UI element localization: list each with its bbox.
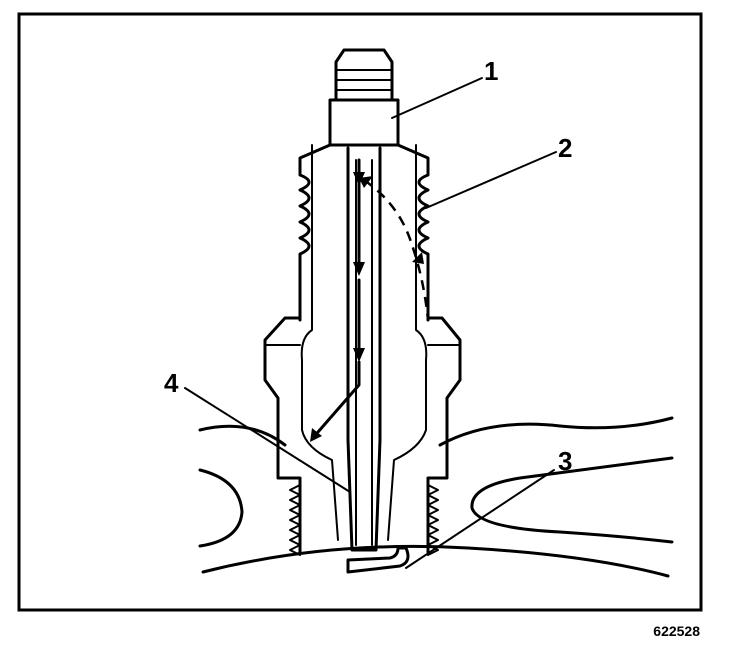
dashed-heat-path xyxy=(363,178,430,321)
callout-2: 2 xyxy=(558,133,572,163)
callout-1: 1 xyxy=(484,56,498,86)
terminal-nut xyxy=(334,48,394,102)
heat-flow-arrows xyxy=(310,158,430,442)
insulator-ribs-right xyxy=(396,143,430,322)
center-electrode-outline xyxy=(346,146,382,552)
diagram-frame xyxy=(17,12,703,612)
arrow-down-icon xyxy=(353,262,365,276)
insulator-ribs-left xyxy=(298,143,332,322)
ground-electrode xyxy=(346,546,410,574)
insulator-inner-left xyxy=(300,144,339,541)
insulator-inner-right xyxy=(387,144,428,541)
threads-right xyxy=(427,484,439,556)
arrow-down-left-icon xyxy=(310,428,322,442)
figure-id: 622528 xyxy=(653,623,700,639)
spark-plug xyxy=(263,48,462,574)
hex-shell-right xyxy=(426,316,462,554)
arrow-icon xyxy=(412,252,424,264)
arrow-down-icon xyxy=(353,172,365,186)
insulator-top xyxy=(328,98,400,147)
threads-left xyxy=(289,484,301,556)
arrow-icon xyxy=(359,176,373,188)
arrow-down-icon xyxy=(353,348,365,362)
leader-lines xyxy=(184,77,557,569)
hex-shell-left xyxy=(263,316,302,554)
callout-3: 3 xyxy=(558,446,572,476)
callout-4: 4 xyxy=(164,368,179,398)
